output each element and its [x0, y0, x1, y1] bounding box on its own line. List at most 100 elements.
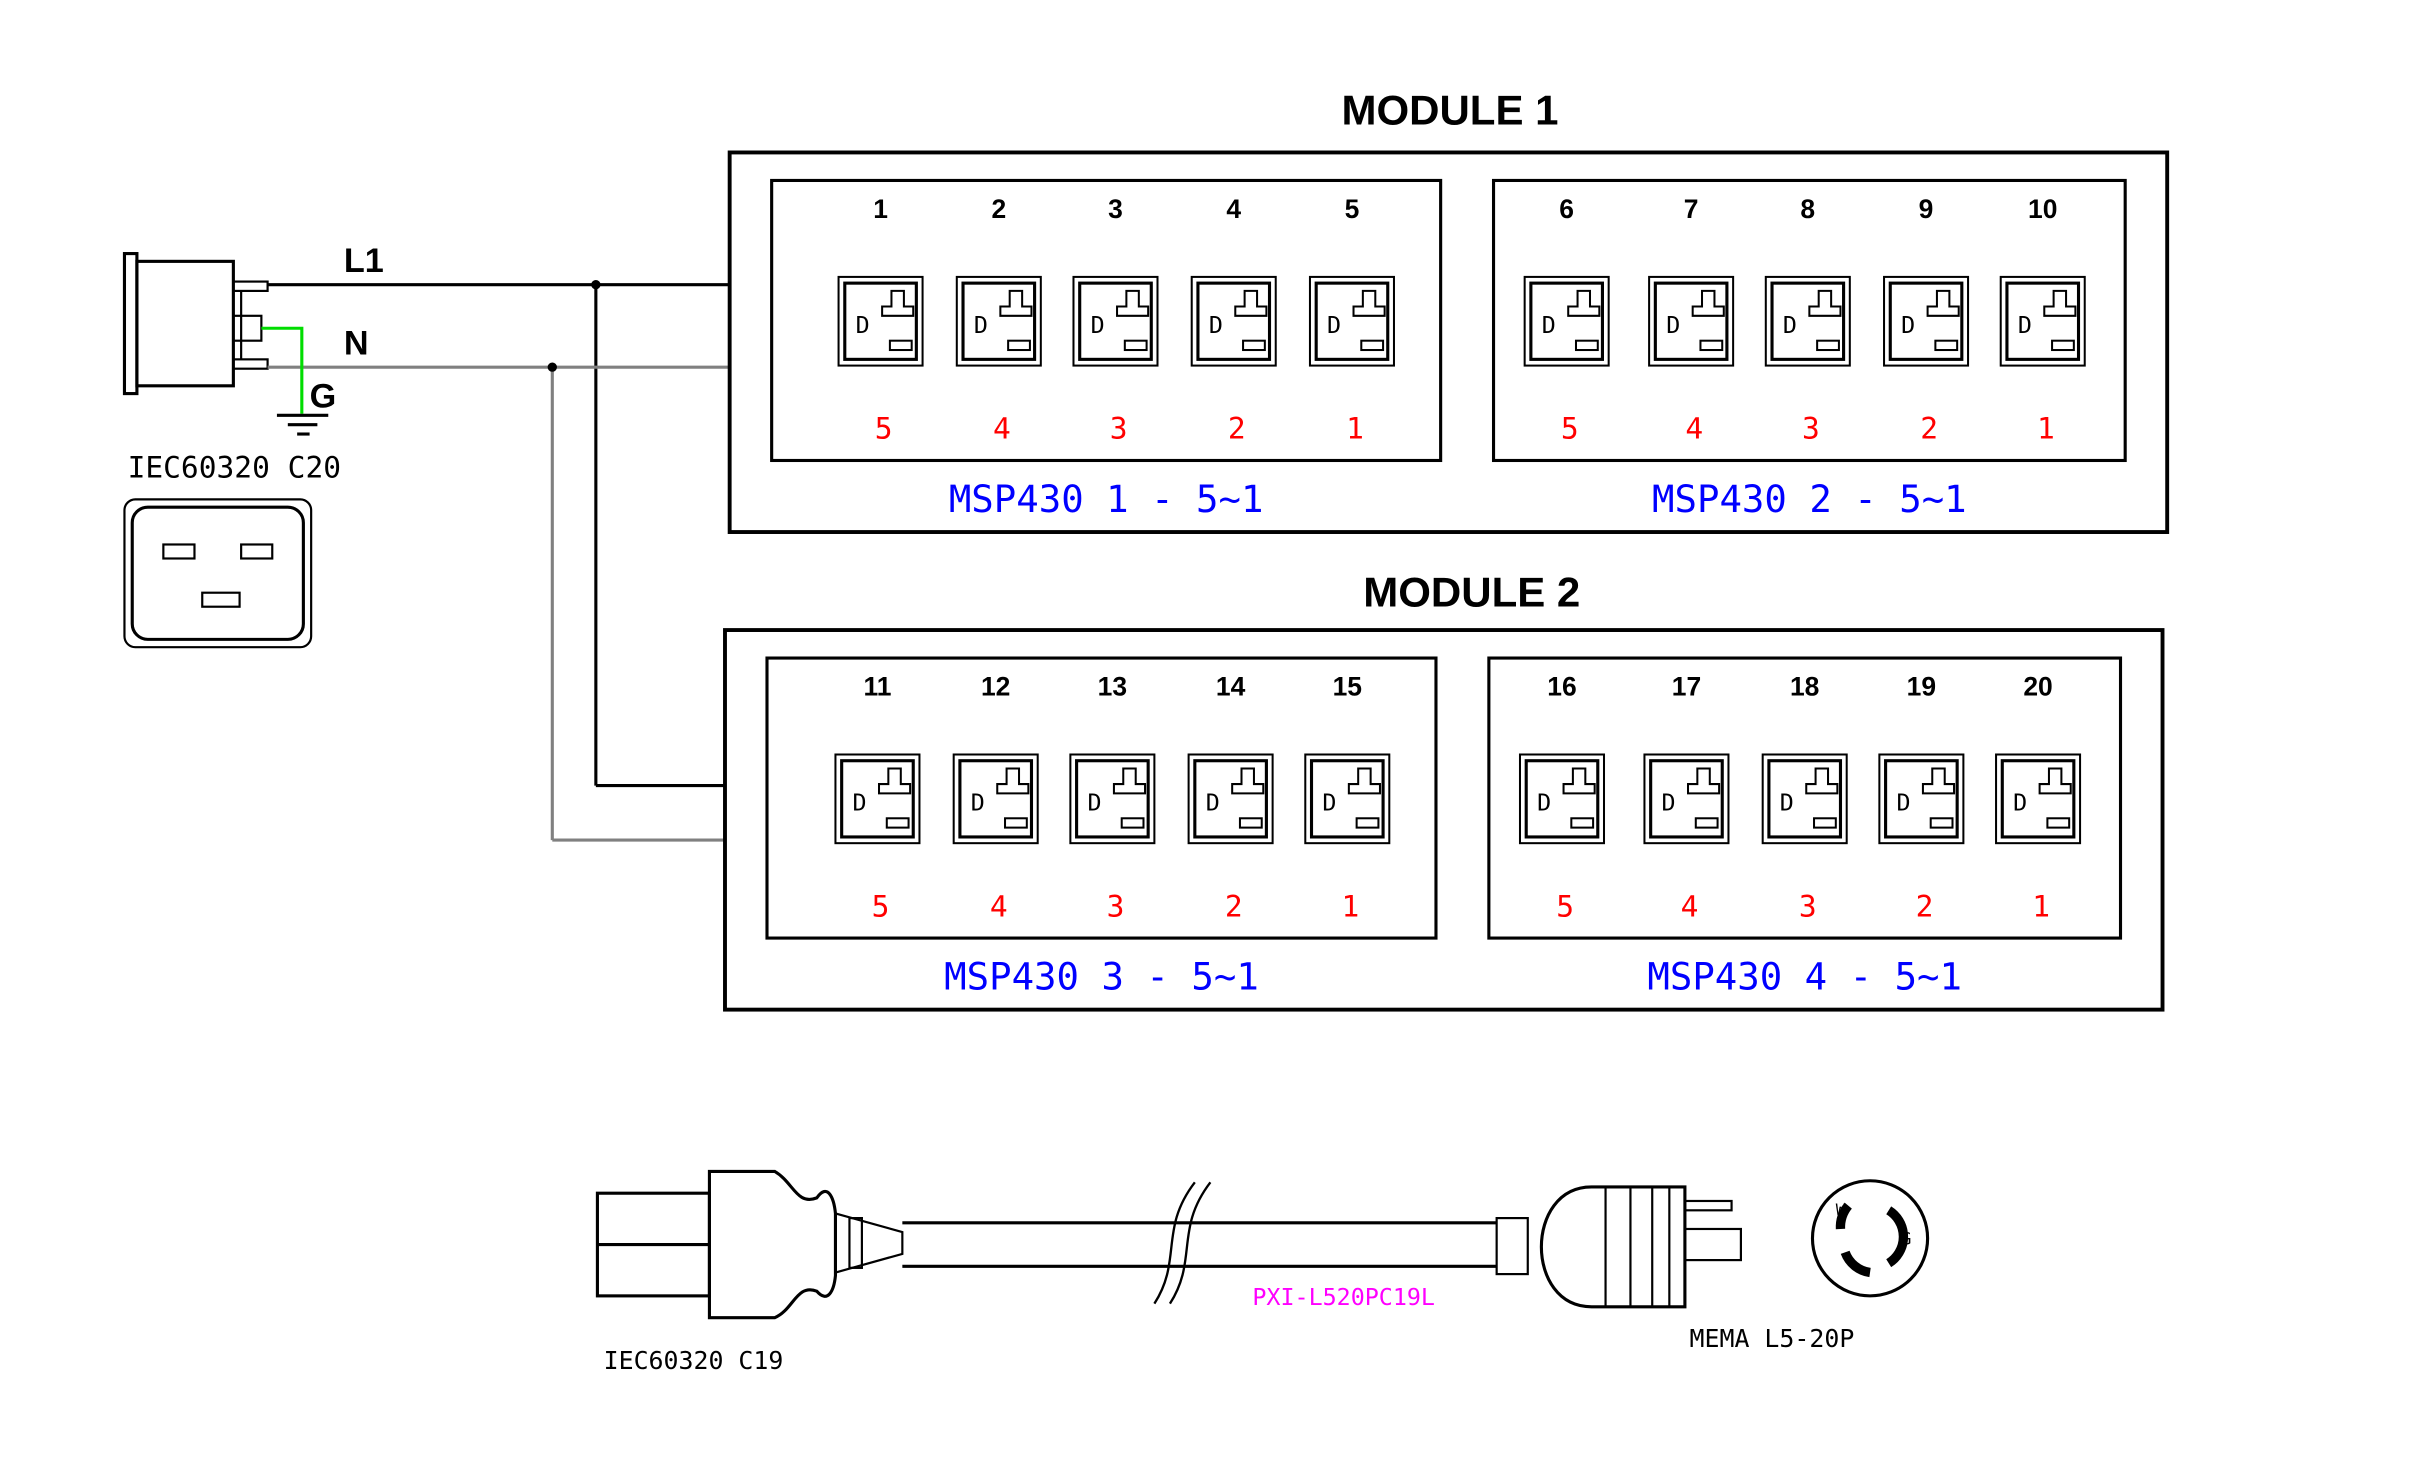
outlet-receptacle-icon[interactable]: D: [1518, 753, 1606, 845]
port-order-number: 2: [1225, 889, 1243, 923]
module-enclosure: [727, 150, 2170, 534]
c20-inlet-side-view: [122, 252, 269, 396]
port-order-number: 5: [872, 889, 890, 923]
outlet-number: 10: [2028, 194, 2057, 224]
c19-connector-icon: [595, 1169, 904, 1320]
outlet-receptacle-icon[interactable]: D: [955, 275, 1042, 367]
port-order-number: 1: [2037, 412, 2055, 446]
outlet-number: 20: [2023, 671, 2052, 701]
port-order-number: 4: [1681, 889, 1699, 923]
outlet-number: 1: [873, 194, 888, 224]
outlet-receptacle-icon[interactable]: D: [1523, 275, 1610, 367]
outlet-receptacle-icon[interactable]: D: [1069, 753, 1156, 845]
group-frame: [1487, 656, 2123, 940]
port-order-number: 5: [1561, 412, 1579, 446]
port-order-number: 3: [1110, 412, 1128, 446]
plug-pin-w: W: [1836, 1201, 1846, 1219]
port-order-number: 5: [1556, 889, 1574, 923]
port-order-number: 1: [2032, 889, 2050, 923]
outlet-group: 6D 5 7D 4 8D 3 9D 2 10D 1: [1491, 178, 2127, 463]
outlet-number: 5: [1345, 194, 1360, 224]
outlet-glyph: D: [974, 311, 988, 339]
outlet-receptacle-icon[interactable]: D: [1761, 753, 1848, 845]
outlet-receptacle-icon[interactable]: D: [1308, 275, 1395, 367]
outlet-receptacle-icon[interactable]: D: [1187, 753, 1274, 845]
outlet-receptacle-icon[interactable]: D: [1648, 275, 1735, 367]
outlet-glyph: D: [2013, 789, 2027, 817]
port-order-number: 5: [875, 412, 893, 446]
port-order-number: 2: [1228, 412, 1246, 446]
outlet-number: 6: [1559, 194, 1574, 224]
wire-label-l1: L1: [344, 242, 384, 280]
module-enclosure: [723, 628, 2165, 1012]
outlet-receptacle-icon[interactable]: D: [837, 275, 924, 367]
module-title: MODULE 1: [1341, 86, 1558, 133]
outlet-number: 8: [1800, 194, 1815, 224]
outlet-number: 7: [1684, 194, 1699, 224]
outlet-glyph: D: [1209, 311, 1223, 339]
outlet-receptacle-icon[interactable]: D: [1643, 753, 1730, 845]
wire-label-g: G: [310, 378, 337, 416]
outlet-receptacle-icon[interactable]: D: [952, 753, 1039, 845]
c19-label: IEC60320 C19: [604, 1346, 784, 1375]
ground-symbol-icon: [276, 413, 329, 436]
port-order-number: 4: [990, 889, 1008, 923]
outlet-glyph: D: [853, 789, 867, 817]
outlet-glyph: D: [2018, 311, 2032, 339]
group-frame: [1491, 178, 2127, 463]
port-order-number: 3: [1107, 889, 1125, 923]
outlet-number: 3: [1108, 194, 1123, 224]
cable-body: [902, 1181, 1497, 1305]
outlet-receptacle-icon[interactable]: D: [1072, 275, 1159, 367]
wire-label-n: N: [344, 325, 369, 363]
port-order-number: 1: [1346, 412, 1364, 446]
port-order-number: 2: [1920, 412, 1938, 446]
outlet-number: 9: [1919, 194, 1934, 224]
outlet-receptacle-icon[interactable]: D: [1883, 275, 1970, 367]
group-frame: [770, 178, 1443, 463]
outlet-glyph: D: [1327, 311, 1341, 339]
group-frame: [765, 656, 1438, 940]
outlet-glyph: D: [856, 311, 870, 339]
outlet-glyph: D: [1783, 311, 1797, 339]
outlet-number: 14: [1216, 671, 1246, 701]
plug-pin-g: G: [1901, 1230, 1911, 1250]
outlet-number: 17: [1672, 671, 1701, 701]
port-order-number: 3: [1799, 889, 1817, 923]
outlet-number: 11: [863, 671, 891, 701]
outlet-glyph: D: [1322, 789, 1336, 817]
mcu-group-label: MSP430 3 - 5~1: [944, 954, 1259, 998]
outlet-number: 2: [991, 194, 1006, 224]
outlet-glyph: D: [1542, 311, 1556, 339]
outlet-glyph: D: [971, 789, 985, 817]
line-wire-l1: [267, 280, 730, 788]
outlet-receptacle-icon[interactable]: D: [1878, 753, 1965, 845]
outlet-receptacle-icon[interactable]: D: [1304, 753, 1391, 845]
outlet-glyph: D: [1666, 311, 1680, 339]
l5-20p-face-icon: W G: [1810, 1179, 1930, 1298]
port-order-number: 4: [1685, 412, 1703, 446]
mcu-group-label: MSP430 4 - 5~1: [1647, 954, 1962, 998]
outlet-receptacle-icon[interactable]: D: [1190, 275, 1277, 367]
outlet-number: 13: [1098, 671, 1127, 701]
outlet-glyph: D: [1537, 789, 1551, 817]
module-title: MODULE 2: [1363, 569, 1580, 616]
plug-label: MEMA L5-20P: [1690, 1324, 1855, 1353]
outlet-number: 18: [1790, 671, 1819, 701]
outlet-number: 15: [1333, 671, 1362, 701]
port-order-number: 4: [993, 412, 1011, 446]
outlet-receptacle-icon[interactable]: D: [1999, 275, 2086, 367]
outlet-receptacle-icon[interactable]: D: [834, 753, 921, 845]
l5-20p-plug-icon: [1495, 1185, 1742, 1309]
inlet-label: IEC60320 C20: [128, 451, 341, 485]
neutral-wire-n: [267, 362, 730, 842]
outlet-receptacle-icon[interactable]: D: [1995, 753, 2082, 845]
port-order-number: 3: [1802, 412, 1820, 446]
outlet-receptacle-icon[interactable]: D: [1764, 275, 1851, 367]
